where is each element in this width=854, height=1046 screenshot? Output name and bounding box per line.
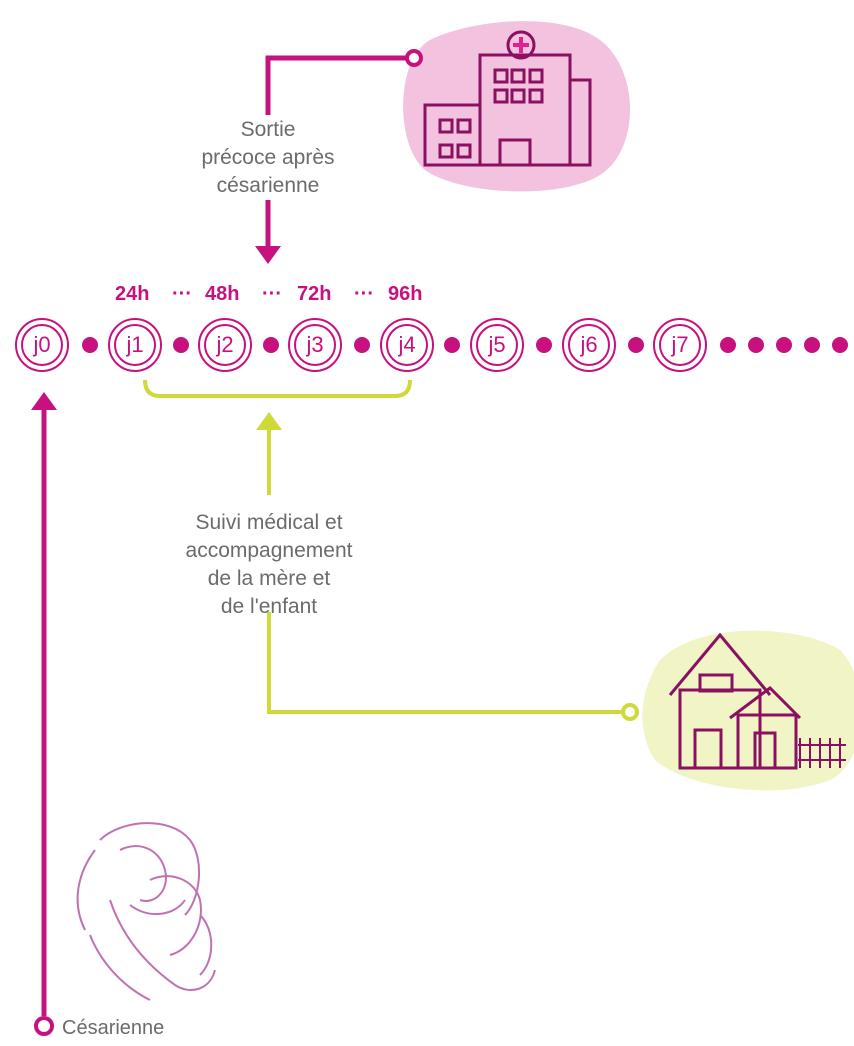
house-icon — [668, 632, 846, 770]
followup-line-1: Suivi médical et — [195, 511, 343, 534]
day-circle: j2 — [198, 318, 252, 372]
day-label: j1 — [114, 324, 156, 366]
timeline-dot — [536, 337, 552, 353]
hour-separator: ··· — [262, 283, 282, 305]
early-exit-line-2: précoce après — [201, 146, 335, 169]
hour-label-48h: 48h — [205, 283, 240, 305]
timeline-dot — [748, 337, 764, 353]
hour-separator: ··· — [172, 283, 192, 305]
hospital-blob — [403, 21, 630, 192]
timeline-dot — [804, 337, 820, 353]
hospital-icon — [423, 30, 592, 167]
early-exit-text: Sortie précoce après césarienne — [198, 116, 338, 200]
timeline-dot — [628, 337, 644, 353]
timeline-dot — [444, 337, 460, 353]
up-arrow-icon — [256, 412, 282, 430]
hour-label-96h: 96h — [388, 283, 423, 305]
followup-bracket — [143, 379, 412, 398]
timeline-dot — [82, 337, 98, 353]
day-label: j6 — [568, 324, 610, 366]
timeline-dot — [354, 337, 370, 353]
hospital-connector-end — [405, 49, 423, 67]
hour-label-24h: 24h — [115, 283, 150, 305]
followup-line-2: accompagnement — [185, 539, 353, 562]
day-label: j7 — [659, 324, 701, 366]
day-label: j0 — [21, 324, 63, 366]
day-label: j4 — [386, 324, 428, 366]
day-circle: j0 — [15, 318, 69, 372]
day-circle: j3 — [288, 318, 342, 372]
timeline-dot — [832, 337, 848, 353]
timeline-dot — [720, 337, 736, 353]
day-circle: j4 — [380, 318, 434, 372]
day-circle: j6 — [562, 318, 616, 372]
timeline-dot — [776, 337, 792, 353]
day-circle: j1 — [108, 318, 162, 372]
start-label: Césarienne — [62, 1017, 165, 1039]
down-arrow-icon — [255, 246, 281, 264]
house-blob — [642, 630, 854, 791]
start-up-arrow-icon — [31, 392, 57, 410]
early-exit-line-1: Sortie — [240, 118, 296, 141]
followup-text: Suivi médical et accompagnement de la mè… — [159, 509, 379, 621]
timeline-dot — [173, 337, 189, 353]
timeline-dot — [263, 337, 279, 353]
followup-line-4: de l'enfant — [220, 595, 318, 618]
start-point — [34, 1016, 54, 1036]
hour-label-72h: 72h — [297, 283, 332, 305]
day-label: j5 — [476, 324, 518, 366]
early-exit-line-3: césarienne — [216, 174, 320, 197]
day-circle: j7 — [653, 318, 707, 372]
day-label: j3 — [294, 324, 336, 366]
day-label: j2 — [204, 324, 246, 366]
hour-separator: ··· — [354, 283, 374, 305]
hospital-connector — [265, 55, 410, 248]
mother-child-icon — [76, 822, 216, 1001]
day-circle: j5 — [470, 318, 524, 372]
followup-connector-end — [621, 703, 639, 721]
followup-connector — [267, 430, 626, 714]
followup-line-3: de la mère et — [207, 567, 331, 590]
